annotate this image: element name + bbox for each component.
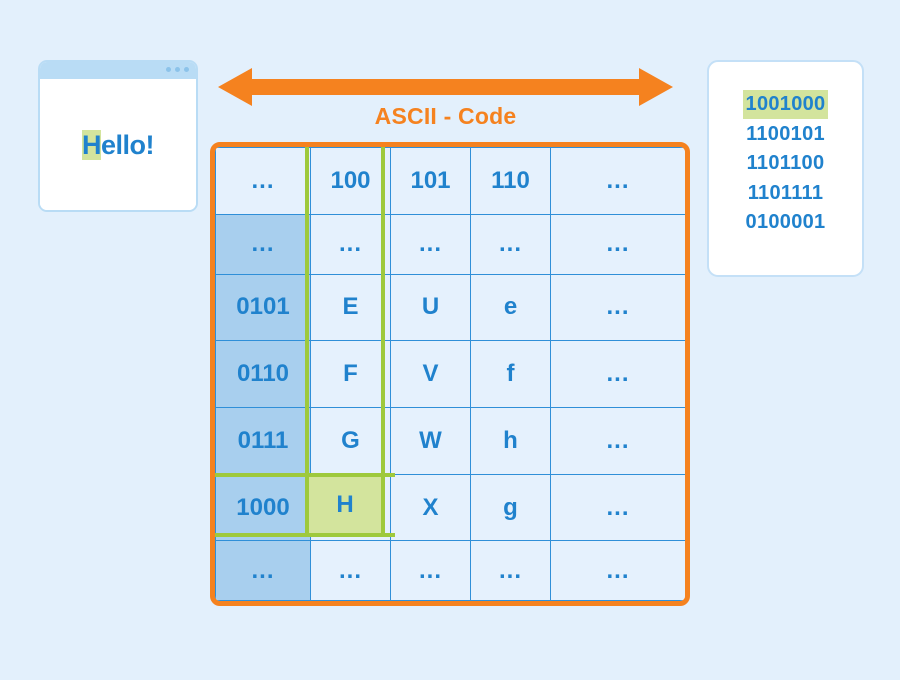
table-row-label: 0111 [215,406,311,475]
table-cell: U [390,273,471,342]
table-cell: g [470,473,551,542]
table-cell: e [470,273,551,342]
table-header-row: ... 100 101 110 ... [215,147,685,215]
table-header-cell: 101 [390,147,471,215]
table-cell: ... [470,540,551,601]
table-cell: ... [550,540,685,601]
table-cell: ... [550,340,685,408]
ascii-table: ... 100 101 110 ... ... ... ... ... ... … [215,147,685,601]
table-cell: ... [550,473,685,542]
table-row: ... ... ... ... ... [215,214,685,275]
row-highlight-bottom-edge [215,533,395,537]
table-cell: F [310,340,391,408]
binary-code-panel: 1001000 1100101 1101100 1101111 0100001 [707,60,864,277]
table-row-label: 1000 [215,473,311,542]
window-dot-icon[interactable] [175,67,180,72]
table-cell: ... [550,406,685,475]
table-row-label: ... [215,540,311,601]
ascii-double-arrow [218,66,673,108]
binary-code-line: 1001000 [742,90,829,119]
binary-code-line: 1100101 [746,122,825,145]
window-dot-icon[interactable] [184,67,189,72]
table-cell: ... [550,214,685,275]
table-row-label: 0101 [215,273,311,342]
table-cell: W [390,406,471,475]
table-row-label: ... [215,214,311,275]
ascii-table-frame: ... 100 101 110 ... ... ... ... ... ... … [210,142,690,606]
hello-highlighted-char: H [81,129,101,160]
hello-rest-text: ello! [100,129,155,160]
binary-code-line: 0100001 [745,211,826,234]
table-header-cell: ... [550,147,685,215]
row-highlight-top-edge [215,473,395,477]
table-cell: h [470,406,551,475]
table-row: 0111 G W h ... [215,406,685,475]
binary-code-line: 1101111 [747,181,824,204]
table-cell: ... [470,214,551,275]
highlighted-cell-value: H [336,491,354,518]
table-cell: ... [310,214,391,275]
double-arrow-icon [218,68,673,106]
browser-content: Hello! [40,79,196,210]
browser-window: Hello! [38,60,198,212]
table-row-label: 0110 [215,340,311,408]
hello-text: Hello! [81,129,155,161]
binary-code-line: 1101100 [746,152,825,175]
table-cell: ... [550,273,685,342]
table-cell: ... [310,540,391,601]
binary-code-list: 1001000 1100101 1101100 1101111 0100001 [709,90,862,237]
table-row: ... ... ... ... ... [215,540,685,601]
table-cell: X [390,473,471,542]
table-header-cell: 110 [470,147,551,215]
window-dot-icon[interactable] [166,67,171,72]
table-row-highlighted: 1000 X g ... [215,473,685,542]
column-highlight-right-edge [381,147,385,537]
table-cell: ... [390,214,471,275]
table-cell: E [310,273,391,342]
table-row: 0110 F V f ... [215,340,685,408]
table-header-cell: ... [215,147,311,215]
window-controls[interactable] [166,67,189,72]
ascii-code-label: ASCII - Code [374,103,517,129]
browser-titlebar [40,62,196,79]
column-highlight-left-edge [305,147,309,537]
table-cell: V [390,340,471,408]
table-header-cell: 100 [310,147,391,215]
table-cell: f [470,340,551,408]
highlighted-cell-background [309,477,381,533]
table-row: 0101 E U e ... [215,273,685,342]
table-cell: G [310,406,391,475]
table-cell: ... [390,540,471,601]
